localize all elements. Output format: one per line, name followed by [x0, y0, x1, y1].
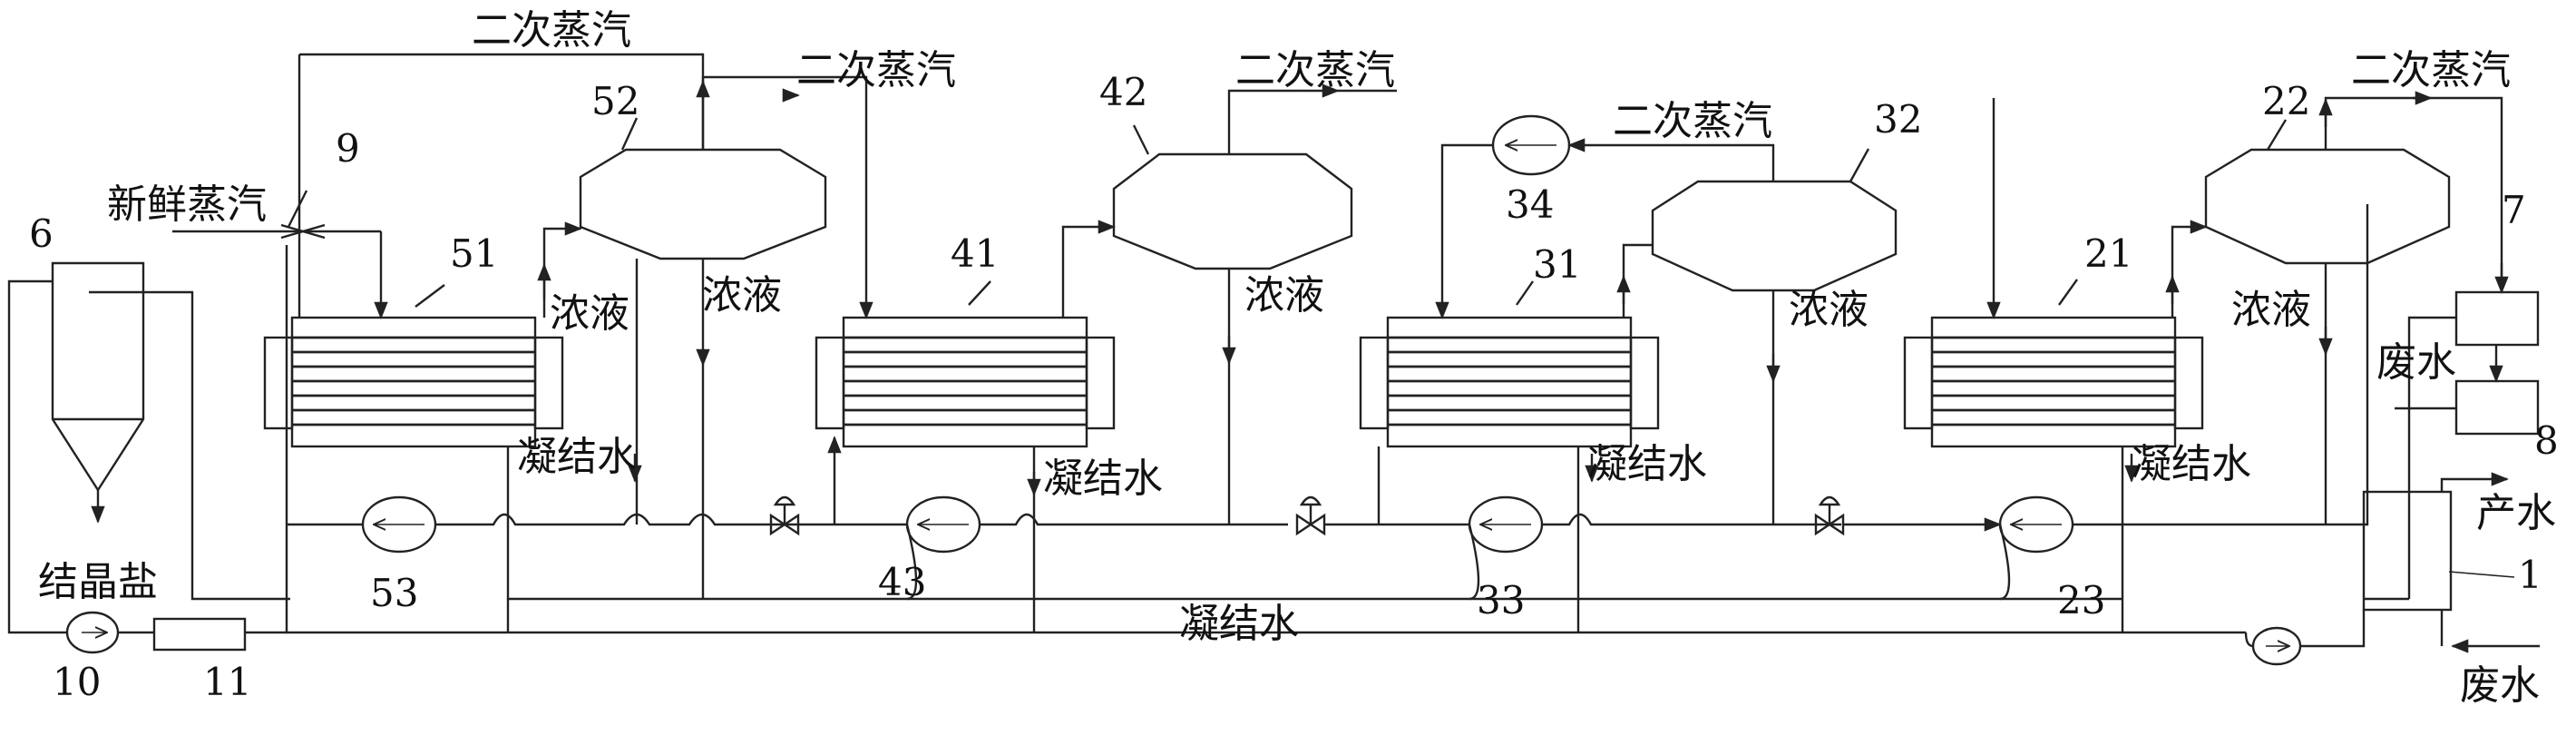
preheater-7	[2454, 290, 2540, 347]
label-condensate-5: 凝结水	[1179, 601, 1299, 647]
condensate-header	[287, 454, 2409, 666]
separator-42	[1112, 124, 1353, 270]
number-32: 32	[1874, 97, 1922, 142]
label-secondary-steam-4: 二次蒸汽	[1613, 98, 1772, 144]
number-8: 8	[2534, 418, 2559, 463]
number-52: 52	[591, 79, 639, 123]
number-10: 10	[53, 660, 101, 704]
label-condensate-1: 凝结水	[517, 434, 637, 480]
separator-22	[2204, 119, 2451, 265]
number-21: 21	[2084, 231, 2132, 276]
pump-33	[1468, 495, 1544, 554]
fresh-steam-inlet	[172, 190, 388, 319]
label-concentrate-3: 浓液	[1244, 272, 1324, 319]
number-41: 41	[951, 231, 999, 276]
pump-53	[361, 495, 437, 554]
unit-1	[2362, 490, 2453, 612]
number-7: 7	[2502, 188, 2526, 232]
valve-1	[769, 495, 800, 536]
label-secondary-steam-3: 二次蒸汽	[1235, 47, 1395, 93]
number-31: 31	[1533, 242, 1581, 287]
compressor-34	[1491, 114, 1571, 176]
number-22: 22	[2262, 79, 2310, 123]
label-secondary-steam-1: 二次蒸汽	[472, 7, 631, 54]
diagram-labels: 二次蒸汽 二次蒸汽 二次蒸汽 二次蒸汽 二次蒸汽 新鲜蒸汽 浓液 浓液 浓液 浓…	[38, 7, 2556, 709]
number-23: 23	[2057, 578, 2105, 622]
pump-10	[65, 611, 120, 654]
crystallizer-6	[7, 261, 290, 634]
label-concentrate-4: 浓液	[1789, 287, 1869, 333]
evaporator-31	[1359, 280, 1660, 448]
number-11: 11	[203, 660, 251, 704]
component-numbers: 6 9 10 11 51 52 53 41 42 43 31 32 33 34 …	[29, 70, 2559, 704]
label-secondary-steam-5: 二次蒸汽	[2351, 47, 2511, 93]
number-34: 34	[1506, 182, 1554, 227]
label-concentrate-1: 浓液	[550, 290, 629, 337]
number-53: 53	[370, 571, 418, 615]
label-secondary-steam-2: 二次蒸汽	[796, 47, 956, 93]
number-51: 51	[450, 231, 498, 276]
label-condensate-4: 凝结水	[2132, 441, 2251, 487]
heater-11	[152, 617, 247, 652]
number-1: 1	[2518, 553, 2542, 597]
separator-32	[1651, 148, 1898, 292]
label-wastewater-1: 废水	[2376, 339, 2456, 386]
label-condensate-2: 凝结水	[1043, 456, 1163, 502]
valve-2	[1295, 495, 1326, 536]
label-concentrate-5: 浓液	[2231, 287, 2311, 333]
label-concentrate-2: 浓液	[702, 272, 782, 319]
label-product-water: 产水	[2476, 490, 2556, 536]
label-wastewater-2: 废水	[2460, 662, 2540, 709]
label-condensate-3: 凝结水	[1587, 441, 1707, 487]
valve-3	[1814, 495, 1845, 536]
number-33: 33	[1477, 578, 1525, 622]
label-crystal-salt: 结晶盐	[38, 559, 158, 605]
number-43: 43	[878, 560, 926, 604]
evaporator-21	[1903, 279, 2204, 448]
separator-52	[579, 117, 827, 260]
preheater-8	[2454, 379, 2540, 436]
number-42: 42	[1099, 70, 1147, 114]
number-6: 6	[29, 211, 54, 256]
pump-23	[1998, 495, 2074, 554]
number-9: 9	[336, 126, 360, 171]
pump-43	[905, 495, 981, 554]
label-fresh-steam: 新鲜蒸汽	[107, 181, 267, 228]
evaporator-41	[815, 280, 1116, 448]
evaporator-51	[263, 284, 564, 448]
